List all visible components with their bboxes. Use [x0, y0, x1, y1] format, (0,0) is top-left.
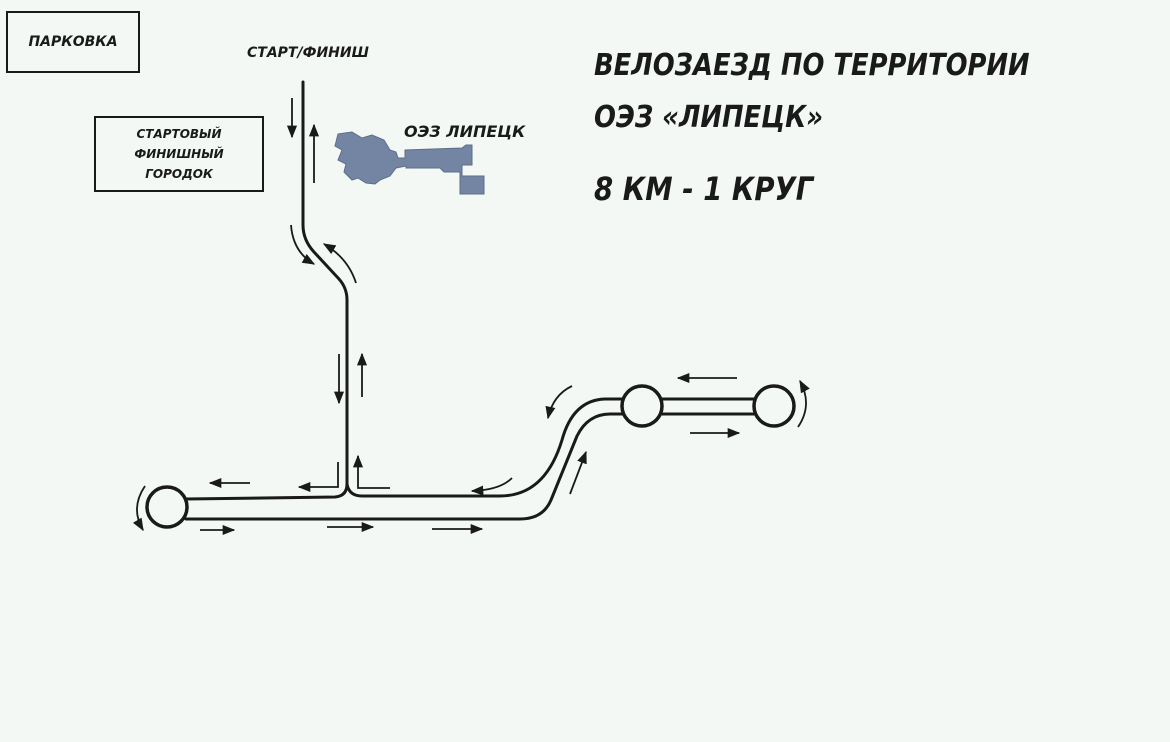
direction-arrow-icon: [290, 224, 316, 265]
start-finish-town-label: СТАРТОВЫЙ ФИНИШНЫЙ ГОРОДОК: [94, 116, 264, 192]
turnaround-circle-icon: [752, 384, 796, 428]
start-finish-town-text: СТАРТОВЫЙ ФИНИШНЫЙ ГОРОДОК: [134, 127, 224, 181]
direction-arrow-icon: [797, 379, 810, 428]
parking-label: ПАРКОВКА: [6, 11, 140, 73]
oez-lipetsk-label: ОЭЗ ЛИПЕЦК: [404, 122, 526, 141]
title-line-2: ОЭЗ «ЛИПЕЦК»: [594, 100, 823, 135]
turnaround-circle-icon: [620, 384, 664, 428]
title-line-1: ВЕЛОЗАЕЗД ПО ТЕРРИТОРИИ: [594, 48, 1030, 83]
direction-arrow-icon: [297, 462, 339, 493]
turnaround-circle-icon: [145, 485, 189, 529]
direction-arrow-icon: [569, 450, 587, 495]
route-lines: [184, 80, 756, 521]
start-finish-label: СТАРТ/ФИНИШ: [247, 45, 369, 61]
route-left-branch: [345, 397, 624, 498]
direction-arrow-icon: [132, 485, 146, 532]
direction-arrow-icon: [470, 477, 513, 496]
distance-label: 8 КМ - 1 КРУГ: [594, 170, 814, 208]
direction-arrow-icon: [322, 243, 357, 284]
turnaround-circles: [145, 384, 796, 529]
parking-label-text: ПАРКОВКА: [28, 34, 118, 50]
direction-arrow-icon: [545, 385, 573, 420]
route-bottom-road: [184, 412, 624, 521]
direction-arrow-icon: [352, 454, 390, 489]
oez-building-icon: [334, 131, 485, 195]
route-main-path: [184, 80, 349, 501]
